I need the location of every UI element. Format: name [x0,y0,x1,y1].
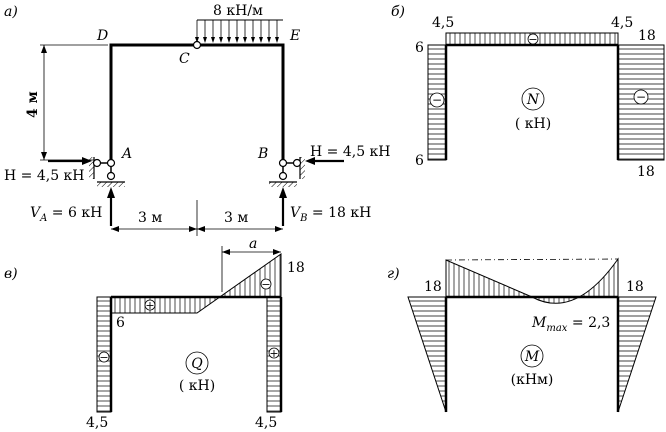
q-dim-a-label: a [249,236,257,252]
node-c-label: C [179,51,190,67]
m-max-label: Mmax = 2,3 [531,315,610,334]
n-sign-left-text: − [432,93,442,107]
n-value-left-bottom: 6 [415,153,424,169]
reaction-vb [279,187,287,226]
n-value-left-top: 6 [415,40,424,56]
n-sign-right-text: − [636,90,646,104]
m-value-left: 18 [424,279,442,295]
panel-v-shear-force: в) a + − − + 18 6 4,5 4,5 [4,236,305,431]
support-a [89,157,125,187]
m-chord-line [445,258,619,261]
hinge-c [192,40,202,50]
reaction-va [107,187,115,226]
n-sign-left [429,92,445,108]
m-value-right: 18 [626,279,644,295]
q-value-bottom-right: 4,5 [255,415,277,431]
m-left-fill [407,296,447,413]
load-label: 8 кН/м [213,3,263,19]
panel-label-v: в) [4,266,18,282]
m-symbol-circle [520,344,544,368]
m-right-fill [617,296,657,413]
vb-label: VB = 18 кН [290,205,371,224]
support-b [269,157,305,187]
q-sign-beam [144,299,156,311]
panel-a-scheme: а) 8 кН/м C D E 4 м [4,3,391,236]
va-label: VA = 6 кН [30,205,102,224]
q-value-6: 6 [116,315,125,331]
q-sign-right [268,347,280,359]
q-beam-fill [110,253,282,314]
n-sign-right [633,89,649,105]
q-sign-right-text: + [269,347,278,360]
node-e-label: E [289,28,300,44]
n-unit: ( кН) [515,116,551,132]
reaction-h-right [305,157,344,165]
q-unit: ( кН) [179,378,215,394]
panel-label-a: а) [4,4,18,20]
n-sign-beam-text: − [528,33,537,46]
node-b-label: B [257,146,268,162]
m-symbol: M [524,349,540,365]
q-value-18: 18 [287,260,305,276]
n-value-right-bottom: 18 [637,164,655,180]
h-left-label: H = 4,5 кН [4,168,85,184]
n-symbol-circle [521,87,545,111]
node-d-label: D [96,28,108,44]
q-symbol-circle [185,351,209,375]
panel-b-normal-force: б) − − − 4,5 4,5 6 18 6 18 N ( кН) [391,4,665,180]
q-sign-left [98,351,110,363]
height-label: 4 м [25,91,41,118]
span-right-label: 3 м [224,210,248,226]
span-dimension [111,200,283,236]
panel-label-g: г) [387,266,400,282]
h-right-label: H = 4,5 кН [310,144,391,160]
q-value-bottom-left: 4,5 [86,415,108,431]
reaction-h-left [48,157,92,165]
node-a-label: A [120,146,132,162]
q-sign-slope-text: − [261,278,270,291]
panel-g-bending-moment: г) 18 18 Mmax = 2,3 M (кНм) [387,257,657,413]
span-left-label: 3 м [138,210,162,226]
height-dimension [40,44,108,161]
q-symbol: Q [191,356,203,372]
q-sign-slope [260,278,272,290]
n-value-top-left: 4,5 [432,15,454,31]
n-symbol: N [526,92,540,108]
n-sign-beam [527,33,539,45]
panel-label-b: б) [391,4,405,20]
q-sign-left-text: − [99,351,108,364]
dim-a [221,246,281,292]
q-sign-beam-text: + [145,299,154,312]
m-unit: (кНм) [511,372,554,388]
n-value-top-right: 4,5 [611,15,633,31]
n-value-right-top: 18 [638,28,656,44]
distributed-load [195,19,283,43]
